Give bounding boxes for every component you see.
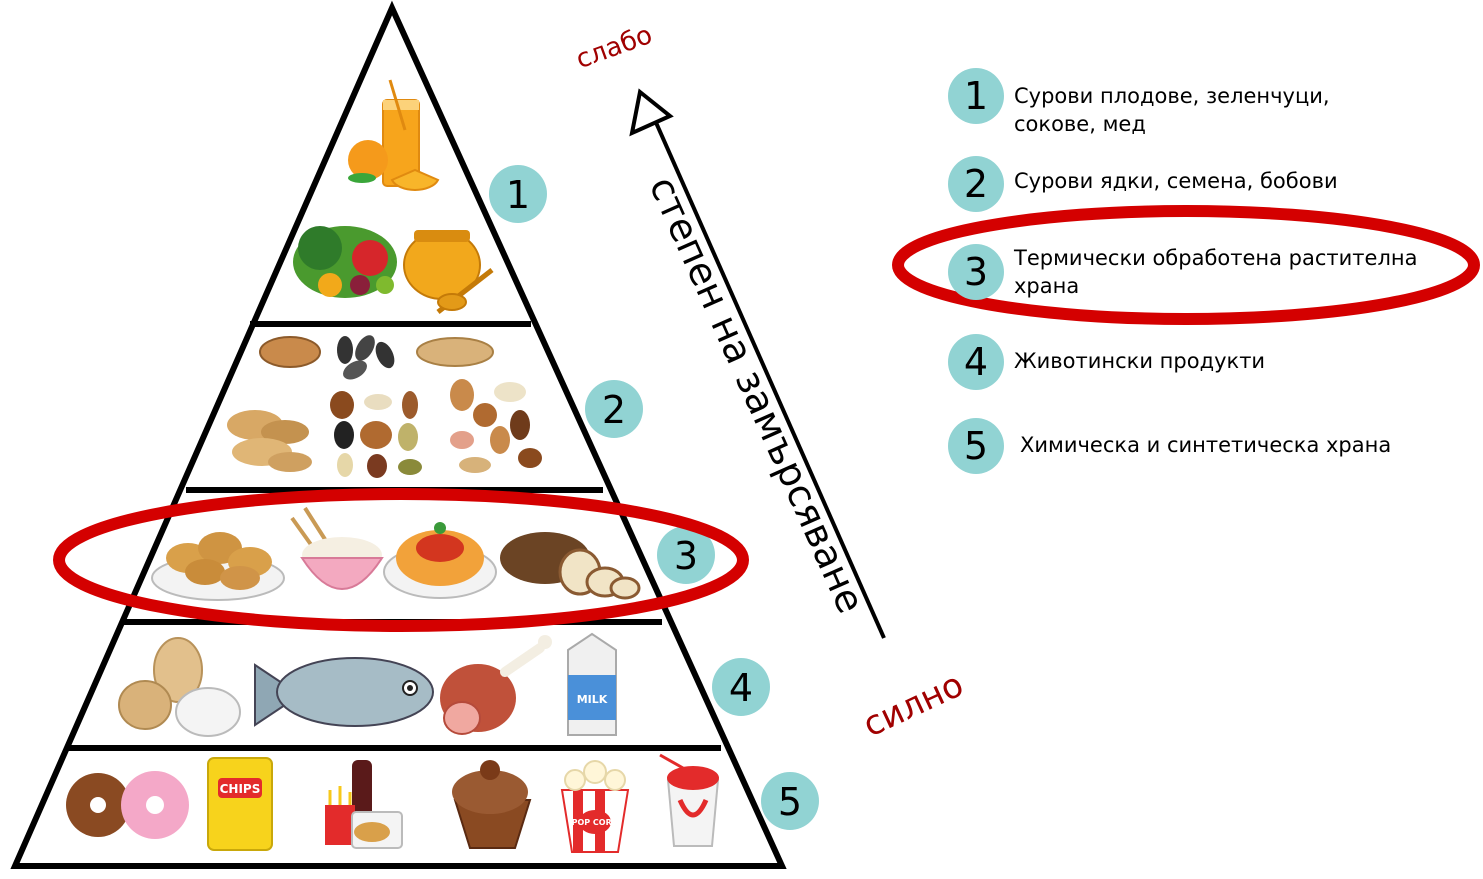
level-badge-2-number: 2 bbox=[602, 388, 626, 432]
legend-item-3: 3 Термически обработена растителна храна bbox=[948, 244, 1468, 304]
level-4-foods: MILK bbox=[118, 632, 617, 737]
orange-juice-icon bbox=[382, 79, 420, 187]
arrow-head-icon bbox=[629, 88, 674, 137]
oats-icon bbox=[416, 337, 494, 367]
level-1-foods bbox=[293, 79, 494, 314]
popcorn-label: POP CORN bbox=[572, 818, 619, 827]
axis-top-label: слабо bbox=[572, 20, 656, 75]
legend-highlight-ellipse bbox=[892, 205, 1480, 325]
level-badge-4-number: 4 bbox=[729, 666, 753, 710]
legend-badge-1: 1 bbox=[948, 68, 1004, 124]
fish-icon bbox=[254, 657, 434, 727]
legend-item-4: 4 Животински продукти bbox=[948, 334, 1468, 394]
pollution-arrow bbox=[629, 88, 886, 639]
legend-text-2: Сурови ядки, семена, бобови bbox=[1014, 169, 1338, 193]
legend-badge-5: 5 bbox=[948, 418, 1004, 474]
level-2-foods bbox=[227, 335, 542, 478]
legend-item-2: 2 Сурови ядки, семена, бобови bbox=[948, 156, 1468, 216]
bread-icon bbox=[500, 532, 641, 600]
level-badge-3: 3 bbox=[657, 526, 715, 584]
legend-text-3: Термически обработена растителна храна bbox=[1014, 246, 1418, 298]
legend-badge-4: 4 bbox=[948, 334, 1004, 390]
slush-cup-icon bbox=[659, 753, 720, 847]
milk-carton-icon: MILK bbox=[567, 632, 617, 736]
sunflower-seeds-icon bbox=[337, 335, 395, 380]
potatoes-icon bbox=[151, 532, 285, 601]
legend-text-1: Сурови плодове, зеленчуци, сокове, мед bbox=[1014, 84, 1330, 136]
chips-bag-icon: CHIPS bbox=[207, 757, 273, 851]
level-badge-3-number: 3 bbox=[674, 534, 698, 578]
level-badge-2: 2 bbox=[585, 380, 643, 438]
rice-bowl-icon bbox=[290, 506, 384, 590]
peanuts-pile-icon bbox=[227, 410, 312, 472]
honey-pot-icon bbox=[403, 230, 494, 314]
legend-text-4: Животински продукти bbox=[1014, 349, 1266, 373]
popcorn-icon: POP CORN bbox=[560, 760, 630, 853]
axis-bottom-label: силно bbox=[857, 665, 970, 746]
mixed-nuts-icon bbox=[330, 391, 422, 478]
milk-label: MILK bbox=[577, 693, 608, 706]
level-badge-5-number: 5 bbox=[778, 780, 802, 824]
pyramid-highlight-ellipse bbox=[53, 488, 749, 632]
chips-label: CHIPS bbox=[220, 782, 261, 796]
ham-leg-icon bbox=[440, 635, 552, 735]
legend-badge-2: 2 bbox=[948, 156, 1004, 212]
peanuts-icon bbox=[259, 336, 321, 368]
level-3-foods bbox=[151, 506, 641, 601]
donuts-icon bbox=[66, 771, 189, 839]
level-badge-1-number: 1 bbox=[506, 173, 530, 217]
spaghetti-icon bbox=[383, 522, 497, 599]
level-badge-5: 5 bbox=[761, 772, 819, 830]
eggs-icon bbox=[118, 637, 241, 737]
legend-badge-3: 3 bbox=[948, 244, 1004, 300]
level-badge-1: 1 bbox=[489, 165, 547, 223]
almonds-icon bbox=[450, 379, 542, 473]
legend-text-5: Химическа и синтетическа храна bbox=[1020, 433, 1392, 457]
orange-icon bbox=[348, 140, 440, 191]
cupcake-icon bbox=[452, 760, 532, 849]
level-5-foods: CHIPS POP CORN bbox=[66, 753, 720, 853]
legend-item-1: 1 Сурови плодове, зеленчуци, сокове, мед bbox=[948, 68, 1468, 136]
cola-fastfood-icon bbox=[325, 760, 403, 849]
level-badge-4: 4 bbox=[712, 658, 770, 716]
legend-item-5: 5 Химическа и синтетическа храна bbox=[948, 418, 1468, 478]
watermelon-vegetables-icon bbox=[293, 226, 397, 298]
